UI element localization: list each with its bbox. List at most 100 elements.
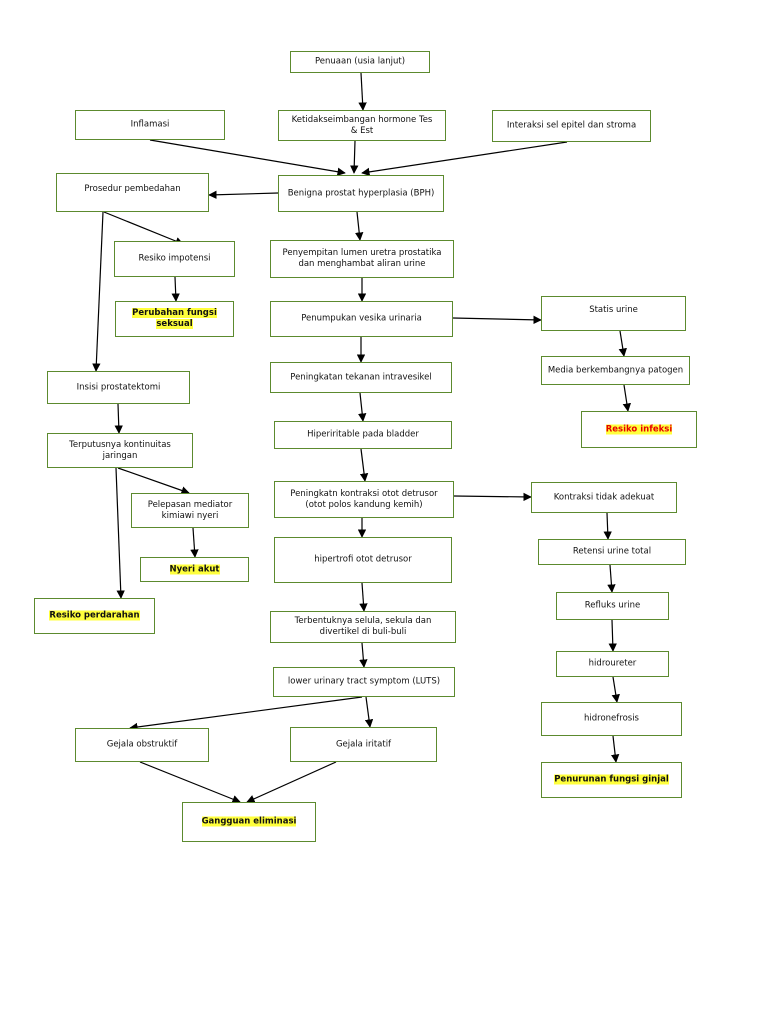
arrow-hiperiritable-kontraksi [359, 448, 369, 482]
node-resiko-infeksi-label: Resiko infeksi [582, 424, 696, 435]
node-hidronefrosis: hidronefrosis [541, 702, 682, 736]
perubahan-fungsi-text: Perubahan fungsi seksual [132, 308, 217, 329]
arrow-iritatif-gangguan [246, 761, 337, 803]
node-gejala-iritatif: Gejala iritatif [290, 727, 437, 762]
arrow-retensi-refluks [607, 564, 616, 593]
resiko-infeksi-text: Resiko infeksi [605, 424, 673, 434]
resiko-perdarahan-text: Resiko perdarahan [49, 610, 140, 621]
node-retensi: Retensi urine total [538, 539, 686, 565]
node-bph-label: Benigna prostat hyperplasia (BPH) [287, 188, 435, 198]
arrow-kontraksi-tidak-retensi [603, 512, 612, 540]
node-terbentuknya-label: Terbentuknya selula, sekula dan divertik… [294, 616, 432, 637]
arrow-prosedur-insisi [92, 211, 104, 372]
node-penurunan-fungsi: Penurunan fungsi ginjal [541, 762, 682, 798]
node-refluks: Refluks urine [556, 592, 669, 620]
node-peningkatan-tekanan-label: Peningkatan tekanan intravesikel [290, 372, 432, 382]
node-gangguan-eliminasi: Gangguan eliminasi [182, 802, 316, 842]
arrow-luts-iritatif [364, 696, 374, 728]
node-peningkatn-kontraksi-label: Peningkatn kontraksi otot detrusor (otot… [290, 488, 438, 510]
gangguan-eliminasi-text: Gangguan eliminasi [201, 816, 297, 827]
node-luts: lower urinary tract symptom (LUTS) [273, 667, 455, 697]
node-media: Media berkembangnya patogen [541, 356, 690, 385]
node-insisi-label: Insisi prostatektomi [76, 382, 161, 392]
node-inflamasi-label: Inflamasi [130, 119, 170, 130]
node-statis-label: Statis urine [589, 305, 638, 315]
arrow-media-resiko-infeksi [622, 384, 632, 412]
arrow-hipertrofi-terbentuknya [359, 582, 368, 612]
node-resiko-impotensi: Resiko impotensi [114, 241, 235, 277]
arrow-penuaan-ketidakseimbangan [358, 72, 367, 111]
node-resiko-impotensi-label: Resiko impotensi [138, 253, 211, 264]
node-hipertrofi-label: hipertrofi otot detrusor [314, 554, 412, 565]
node-bph: Benigna prostat hyperplasia (BPH) [278, 175, 444, 212]
arrow-statis-media [618, 330, 627, 357]
arrow-terputusnya-perdarahan [115, 467, 125, 599]
node-prosedur: Prosedur pembedahan [56, 173, 209, 212]
node-kontraksi-tidak-label: Kontraksi tidak adekuat [553, 492, 655, 502]
node-hiperiritable-label: Hiperiritable pada bladder [307, 429, 419, 440]
node-gejala-obstruktif-label: Gejala obstruktif [106, 739, 178, 750]
arrow-penumpukan-statis [452, 315, 542, 325]
node-resiko-perdarahan: Resiko perdarahan [34, 598, 155, 634]
node-gejala-iritatif-label: Gejala iritatif [335, 739, 392, 749]
arrow-hidroureter-hidronefrosis [611, 676, 620, 703]
node-hidroureter-label: hidroureter [588, 658, 637, 669]
node-interaksi: Interaksi sel epitel dan stroma [492, 110, 651, 142]
node-pelepasan: Pelepasan mediator kimiawi nyeri [131, 493, 249, 528]
arrow-bph-prosedur [208, 190, 279, 199]
arrow-luts-obstruktif [129, 696, 363, 732]
node-peningkatn-kontraksi: Peningkatn kontraksi otot detrusor (otot… [274, 481, 454, 518]
node-pelepasan-label: Pelepasan mediator kimiawi nyeri [147, 499, 233, 521]
node-penuaan: Penuaan (usia lanjut) [290, 51, 430, 73]
arrow-terputusnya-pelepasan [117, 467, 190, 495]
node-gejala-obstruktif: Gejala obstruktif [75, 728, 209, 762]
arrow-ketidakseimbangan-bph [350, 140, 359, 174]
node-hipertrofi: hipertrofi otot detrusor [274, 537, 452, 583]
node-ketidakseimbangan-label: Ketidakseimbangan hormone Tes & Est [291, 114, 433, 136]
arrow-inflamasi-bph [149, 139, 346, 176]
node-hiperiritable: Hiperiritable pada bladder [274, 421, 452, 449]
nyeri-akut-text: Nyeri akut [169, 564, 220, 574]
node-penumpukan-label: Penumpukan vesika urinaria [301, 313, 422, 324]
node-perubahan-fungsi: Perubahan fungsi seksual [115, 301, 234, 337]
arrow-interaksi-bph [361, 141, 568, 177]
node-nyeri-akut: Nyeri akut [140, 557, 249, 582]
node-nyeri-akut-label: Nyeri akut [141, 564, 248, 575]
arrow-pelepasan-nyeri [190, 527, 199, 558]
node-penumpukan: Penumpukan vesika urinaria [270, 301, 453, 337]
node-hidroureter: hidroureter [556, 651, 669, 677]
arrow-prosedur-resiko-impotensi [103, 211, 184, 246]
arrow-terbentuknya-luts [359, 642, 368, 668]
node-terputusnya: Terputusnya kontinuitas jaringan [47, 433, 193, 468]
node-terbentuknya: Terbentuknya selula, sekula dan divertik… [270, 611, 456, 643]
node-terputusnya-label: Terputusnya kontinuitas jaringan [69, 439, 171, 461]
node-statis: Statis urine [541, 296, 686, 331]
node-penurunan-fungsi-label: Penurunan fungsi ginjal [542, 774, 681, 786]
arrow-kontraksi-tidak-adekuat [453, 492, 532, 502]
arrow-hidronefrosis-penurunan [610, 735, 620, 763]
node-resiko-perdarahan-label: Resiko perdarahan [35, 610, 154, 622]
node-penuaan-label: Penuaan (usia lanjut) [314, 56, 406, 67]
penurunan-fungsi-text: Penurunan fungsi ginjal [554, 774, 669, 785]
node-penyempitan-label: Penyempitan lumen uretra prostatika dan … [282, 248, 442, 269]
arrow-peningkatan-hiperiritable [358, 392, 367, 422]
node-peningkatan-tekanan: Peningkatan tekanan intravesikel [270, 362, 452, 393]
arrow-refluks-hidroureter [608, 619, 617, 652]
node-resiko-infeksi: Resiko infeksi [581, 411, 697, 448]
node-refluks-label: Refluks urine [584, 600, 641, 611]
node-penyempitan: Penyempitan lumen uretra prostatika dan … [270, 240, 454, 278]
arrow-impotensi-perubahan [171, 276, 180, 302]
node-insisi: Insisi prostatektomi [47, 371, 190, 404]
node-retensi-label: Retensi urine total [572, 546, 652, 557]
node-interaksi-label: Interaksi sel epitel dan stroma [506, 120, 637, 131]
node-kontraksi-tidak: Kontraksi tidak adekuat [531, 482, 677, 513]
arrow-insisi-terputusnya [114, 403, 123, 434]
node-media-label: Media berkembangnya patogen [547, 365, 684, 375]
node-luts-label: lower urinary tract symptom (LUTS) [287, 676, 441, 687]
node-ketidakseimbangan: Ketidakseimbangan hormone Tes & Est [278, 110, 446, 141]
node-gangguan-eliminasi-label: Gangguan eliminasi [183, 816, 315, 828]
node-perubahan-fungsi-label: Perubahan fungsi seksual [116, 308, 233, 330]
node-prosedur-label: Prosedur pembedahan [84, 184, 181, 194]
